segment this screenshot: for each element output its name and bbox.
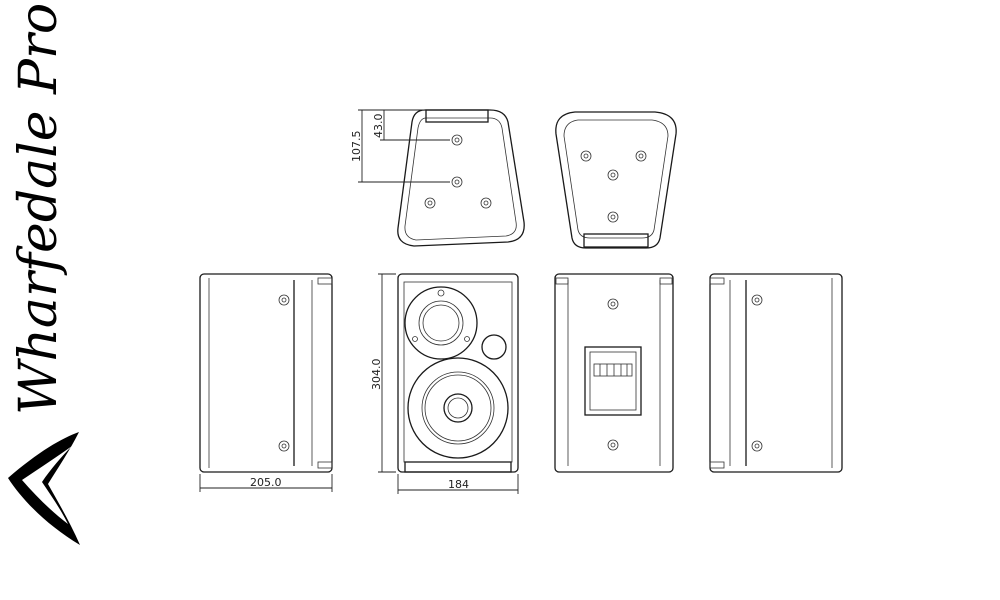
bottom-view xyxy=(555,111,677,249)
side-view-right xyxy=(709,273,843,473)
dimension-depth: 205.0 xyxy=(250,476,282,489)
brand-logo: Wharfedale Pro xyxy=(8,3,80,545)
brand-wordmark: Wharfedale Pro xyxy=(9,3,69,415)
dimension-width: 184 xyxy=(448,478,469,491)
dimension-top-depth: 107.5 xyxy=(350,131,363,163)
dimension-height: 304.0 xyxy=(370,359,383,391)
dimension-top-offset: 43.0 xyxy=(372,114,385,139)
front-view: 304.0 184 xyxy=(370,273,519,494)
side-view-left: 205.0 xyxy=(199,273,333,492)
top-view-mounting: 43.0 107.5 xyxy=(350,109,525,247)
rear-view xyxy=(554,273,674,473)
